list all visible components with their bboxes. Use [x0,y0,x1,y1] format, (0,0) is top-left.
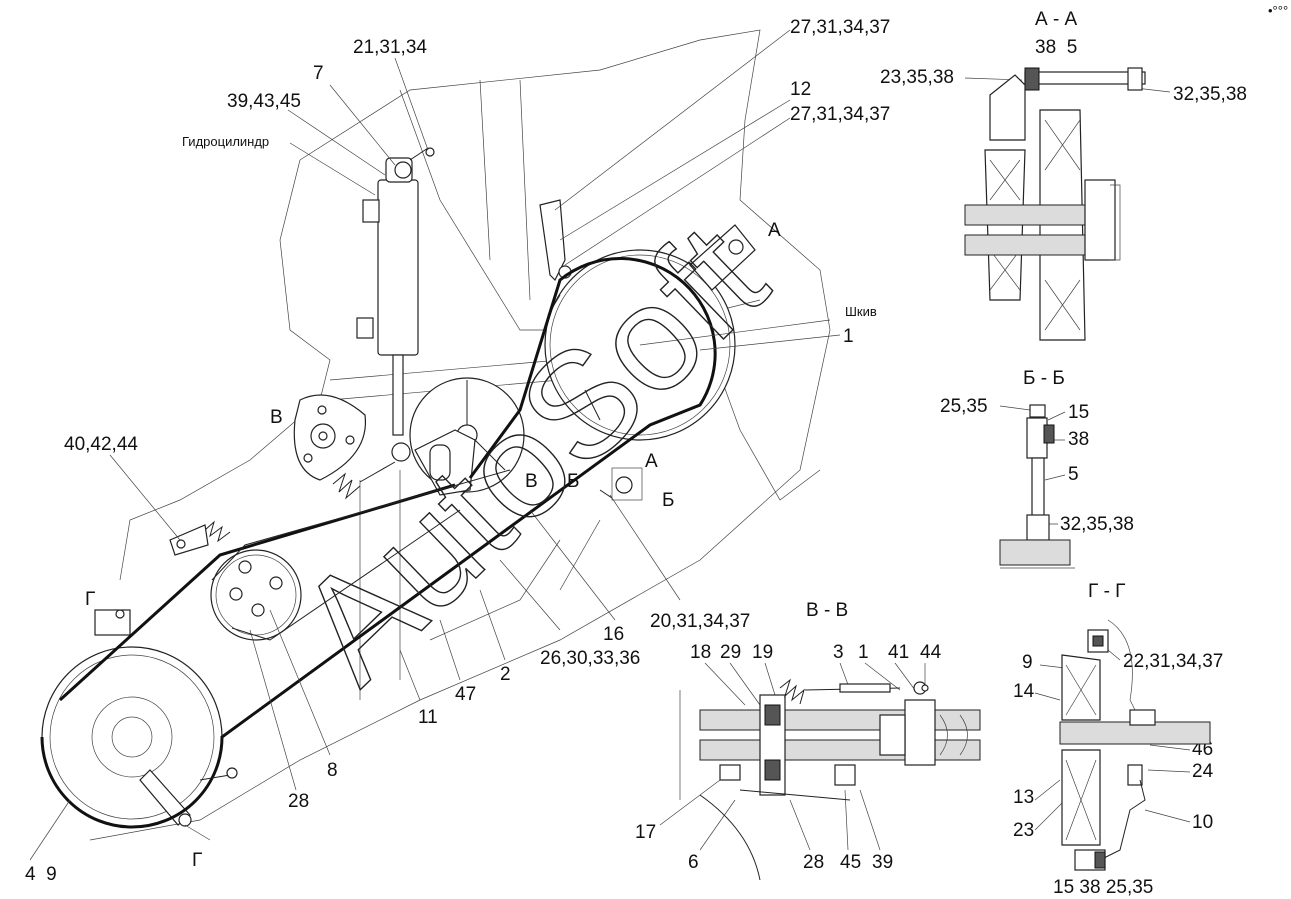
aa-label-23-35-38: 23,35,38 [880,67,954,88]
bb-label-25-35: 25,35 [940,396,988,417]
vv-label-28: 28 [803,852,824,873]
vv-label-1: 1 [858,642,869,663]
vv-label-41: 41 [888,642,909,663]
label-section-a-top: А [768,220,781,241]
label-section-a-mid: А [645,451,658,472]
gg-label-22-31-34-37: 22,31,34,37 [1123,651,1223,672]
gg-label-24: 24 [1192,761,1214,782]
label-39-43-45: 39,43,45 [227,91,301,112]
label-12: 12 [790,79,811,100]
label-section-b-right: Б [662,490,674,511]
section-a-a: А - А 38 5 23,35,38 32,35,38 [880,9,1247,341]
tension-bracket [539,199,756,291]
label-20-31-34-37: 20,31,34,37 [650,611,750,632]
tension-spring [169,461,396,556]
bottom-pulley [41,609,223,828]
label-section-v-mid: В [525,471,538,492]
label-27-31-34-37-b: 27,31,34,37 [790,104,890,125]
belts [40,257,717,829]
main-view: 21,31,34 7 39,43,45 Гидроцилиндр 27,31,3… [25,17,890,885]
label-8: 8 [327,760,338,781]
bb-label-5: 5 [1068,464,1079,485]
section-g-g-title: Г - Г [1088,581,1125,602]
vv-label-29: 29 [720,642,741,663]
label-16: 16 [603,624,624,645]
label-2: 2 [500,664,511,685]
label-1-main: 1 [843,326,854,347]
vv-label-39: 39 [872,852,893,873]
label-47: 47 [455,684,476,705]
label-28-main: 28 [288,791,309,812]
section-b-b-title: Б - Б [1023,368,1065,389]
section-v-v: В - В 18 29 19 3 1 41 44 17 6 28 45 39 [635,600,981,881]
vv-label-17: 17 [635,822,656,843]
vv-label-45: 45 [840,852,861,873]
vv-label-6: 6 [688,852,699,873]
label-26-30-33-36: 26,30,33,36 [540,648,640,669]
vv-label-19: 19 [752,642,773,663]
label-4-9: 4 9 [25,864,57,885]
idler-bolt [599,467,643,501]
label-21-31-34: 21,31,34 [353,37,427,58]
bb-label-15: 15 [1068,402,1089,423]
corner-mark: •°°° [1268,3,1288,18]
label-section-g-bottom: Г [192,850,202,871]
gg-label-10: 10 [1192,812,1213,833]
gg-label-14: 14 [1013,681,1035,702]
aa-label-38-5: 38 5 [1035,37,1077,58]
spoked-pulley [409,377,525,496]
bb-label-32-35-38: 32,35,38 [1060,514,1134,535]
section-b-b: Б - Б 25,35 15 38 5 32,35,38 [940,368,1134,569]
gg-label-13: 13 [1013,787,1034,808]
label-7: 7 [313,63,324,84]
gg-label-23: 23 [1013,820,1034,841]
hydraulic-cylinder [356,147,435,462]
aa-label-32-35-38: 32,35,38 [1173,84,1247,105]
leader-lines [29,29,841,861]
vv-label-18: 18 [690,642,711,663]
bb-label-38: 38 [1068,429,1089,450]
gg-label-9: 9 [1022,652,1033,673]
section-g-g: Г - Г 9 22,31,34,37 14 46 24 13 23 10 15… [1013,581,1223,898]
small-pulley [210,549,302,641]
label-shkiv: Шкив [845,304,877,319]
gg-label-15-38-25-35: 15 38 25,35 [1053,877,1153,898]
label-hydrocylinder: Гидроцилиндр [182,134,269,149]
label-section-g-left: Г [85,589,95,610]
vv-label-3: 3 [833,642,844,663]
vv-label-44: 44 [920,642,942,663]
label-section-v-left: В [270,407,283,428]
label-section-b-mid: Б [567,471,579,492]
triangle-bracket [293,394,367,481]
section-a-a-title: А - А [1035,9,1078,30]
label-40-42-44: 40,42,44 [64,434,138,455]
section-v-v-title: В - В [806,600,848,621]
label-11: 11 [418,707,438,728]
label-27-31-34-37-a: 27,31,34,37 [790,17,890,38]
